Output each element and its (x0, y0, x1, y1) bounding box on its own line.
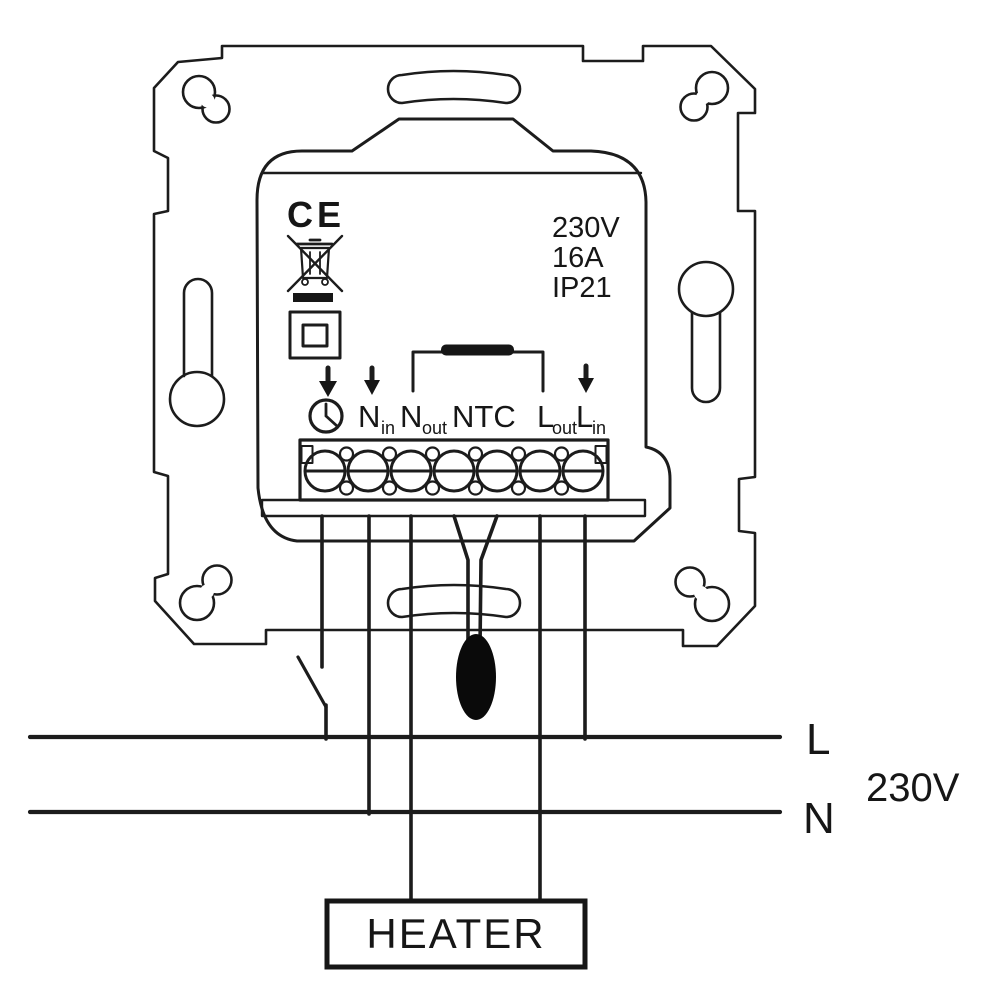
terminal-screw (389, 449, 433, 493)
screw-hole-bottom-left (178, 564, 233, 622)
insulation-class-icon (288, 310, 342, 360)
device-outline (255, 117, 672, 543)
ntc-sensor (456, 634, 496, 720)
heater-label: HEATER (366, 910, 545, 957)
terminal-sub-l-out: out (552, 418, 577, 438)
terminal-screw (346, 449, 390, 493)
heater-outline (324, 898, 588, 970)
rating-voltage: 230V (552, 212, 620, 244)
screw-hole-top-left (181, 74, 231, 124)
down-arrow-n-in (364, 365, 380, 395)
wire-ntc-left (452, 514, 470, 650)
wire-ntc-right (478, 514, 499, 650)
terminal-label-l-out: L (537, 399, 554, 434)
terminal-screw (475, 449, 519, 493)
terminal-label-n-out: N (400, 399, 422, 434)
weee-bar (293, 293, 333, 302)
heater-box: HEATER (324, 898, 588, 970)
down-arrow-clock (319, 365, 337, 397)
terminal-screw (518, 449, 562, 493)
terminal-sub-n-in: in (381, 418, 395, 438)
terminal-block-flange (260, 498, 647, 518)
terminal-screw (432, 449, 476, 493)
ce-mark: CE (287, 194, 345, 235)
terminal-labels: N in N out NTC L out L in (358, 399, 606, 438)
weee-icon (286, 234, 344, 302)
terminal-screw (303, 449, 347, 493)
label-line-l: L (806, 715, 830, 764)
slot-bottom (386, 583, 522, 619)
terminal-block (260, 438, 647, 518)
switch-contact (296, 655, 328, 709)
terminal-screws (303, 449, 605, 493)
terminal-sub-l-in: in (592, 418, 606, 438)
down-arrow-l-in (578, 363, 594, 393)
terminal-sub-n-out: out (422, 418, 447, 438)
wiring: L N 230V (27, 514, 960, 904)
device-body: CE 230V 16A IP21 (255, 117, 672, 543)
label-supply-voltage: 230V (866, 766, 960, 810)
jumper-bar (441, 344, 514, 356)
claw-slot-left (168, 277, 226, 428)
rating-current: 16A (552, 242, 604, 274)
mounting-plate (152, 44, 757, 648)
jumper-link (411, 344, 545, 393)
clock-icon (308, 398, 344, 434)
mounting-plate-outline (152, 44, 757, 648)
terminal-label-ntc: NTC (452, 399, 516, 434)
terminal-label-n-in: N (358, 399, 380, 434)
screw-hole-bottom-right (674, 566, 731, 623)
screw-hole-top-right (679, 70, 730, 122)
rating-ip: IP21 (552, 272, 612, 304)
label-line-n: N (803, 794, 835, 843)
claw-slot-right (677, 260, 735, 404)
terminal-label-l-in: L (576, 399, 593, 434)
slot-top (386, 69, 522, 105)
rating-labels: 230V 16A IP21 (552, 212, 620, 304)
clamp-holes (338, 446, 570, 496)
terminal-screw (561, 449, 605, 493)
